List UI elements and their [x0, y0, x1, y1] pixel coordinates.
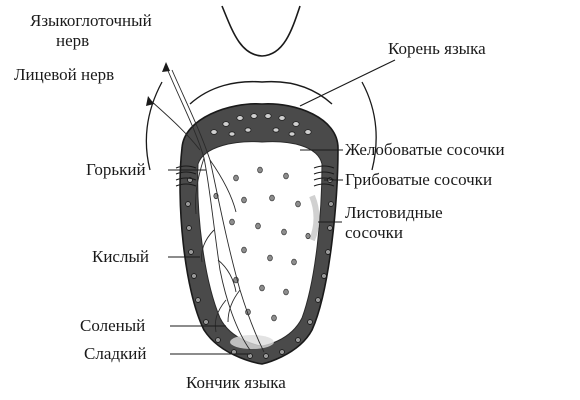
leader-lines [168, 59, 396, 355]
fungiform-papillae-right [313, 165, 335, 187]
circumvallate-papillae [210, 113, 312, 137]
label-circumvallate-papillae: Желобоватые сосочки [345, 140, 505, 159]
label-facial-nerve: Лицевой нерв [14, 65, 114, 84]
tongue-root-outline [189, 80, 333, 105]
epiglottis-outline [221, 5, 301, 57]
label-sweet: Сладкий [84, 344, 146, 363]
nerve-arrowheads [146, 62, 170, 106]
interior-papillae [213, 166, 311, 322]
nerve-fibers [149, 65, 265, 353]
label-bitter: Горький [86, 160, 146, 179]
label-sour: Кислый [92, 247, 149, 266]
rim-papillae [185, 177, 334, 359]
fungiform-papillae-left [175, 165, 197, 187]
label-foliate-papillae-line2: сосочки [345, 223, 403, 242]
label-tongue-root: Корень языка [388, 39, 486, 58]
pharynx-right-wall [361, 81, 377, 171]
foliate-papillae-patch [309, 194, 320, 242]
label-salty: Соленый [80, 316, 145, 335]
label-foliate-papillae-line1: Листовидные [345, 203, 443, 222]
sweet-zone-shade [230, 335, 274, 349]
label-tongue-tip: Кончик языка [186, 373, 286, 392]
label-glossopharyngeal-line2: нерв [56, 31, 89, 50]
pharynx-left-wall [145, 81, 163, 171]
label-fungiform-papillae: Грибоватые сосочки [345, 170, 492, 189]
label-glossopharyngeal-line1: Языкоглоточный [30, 11, 152, 30]
